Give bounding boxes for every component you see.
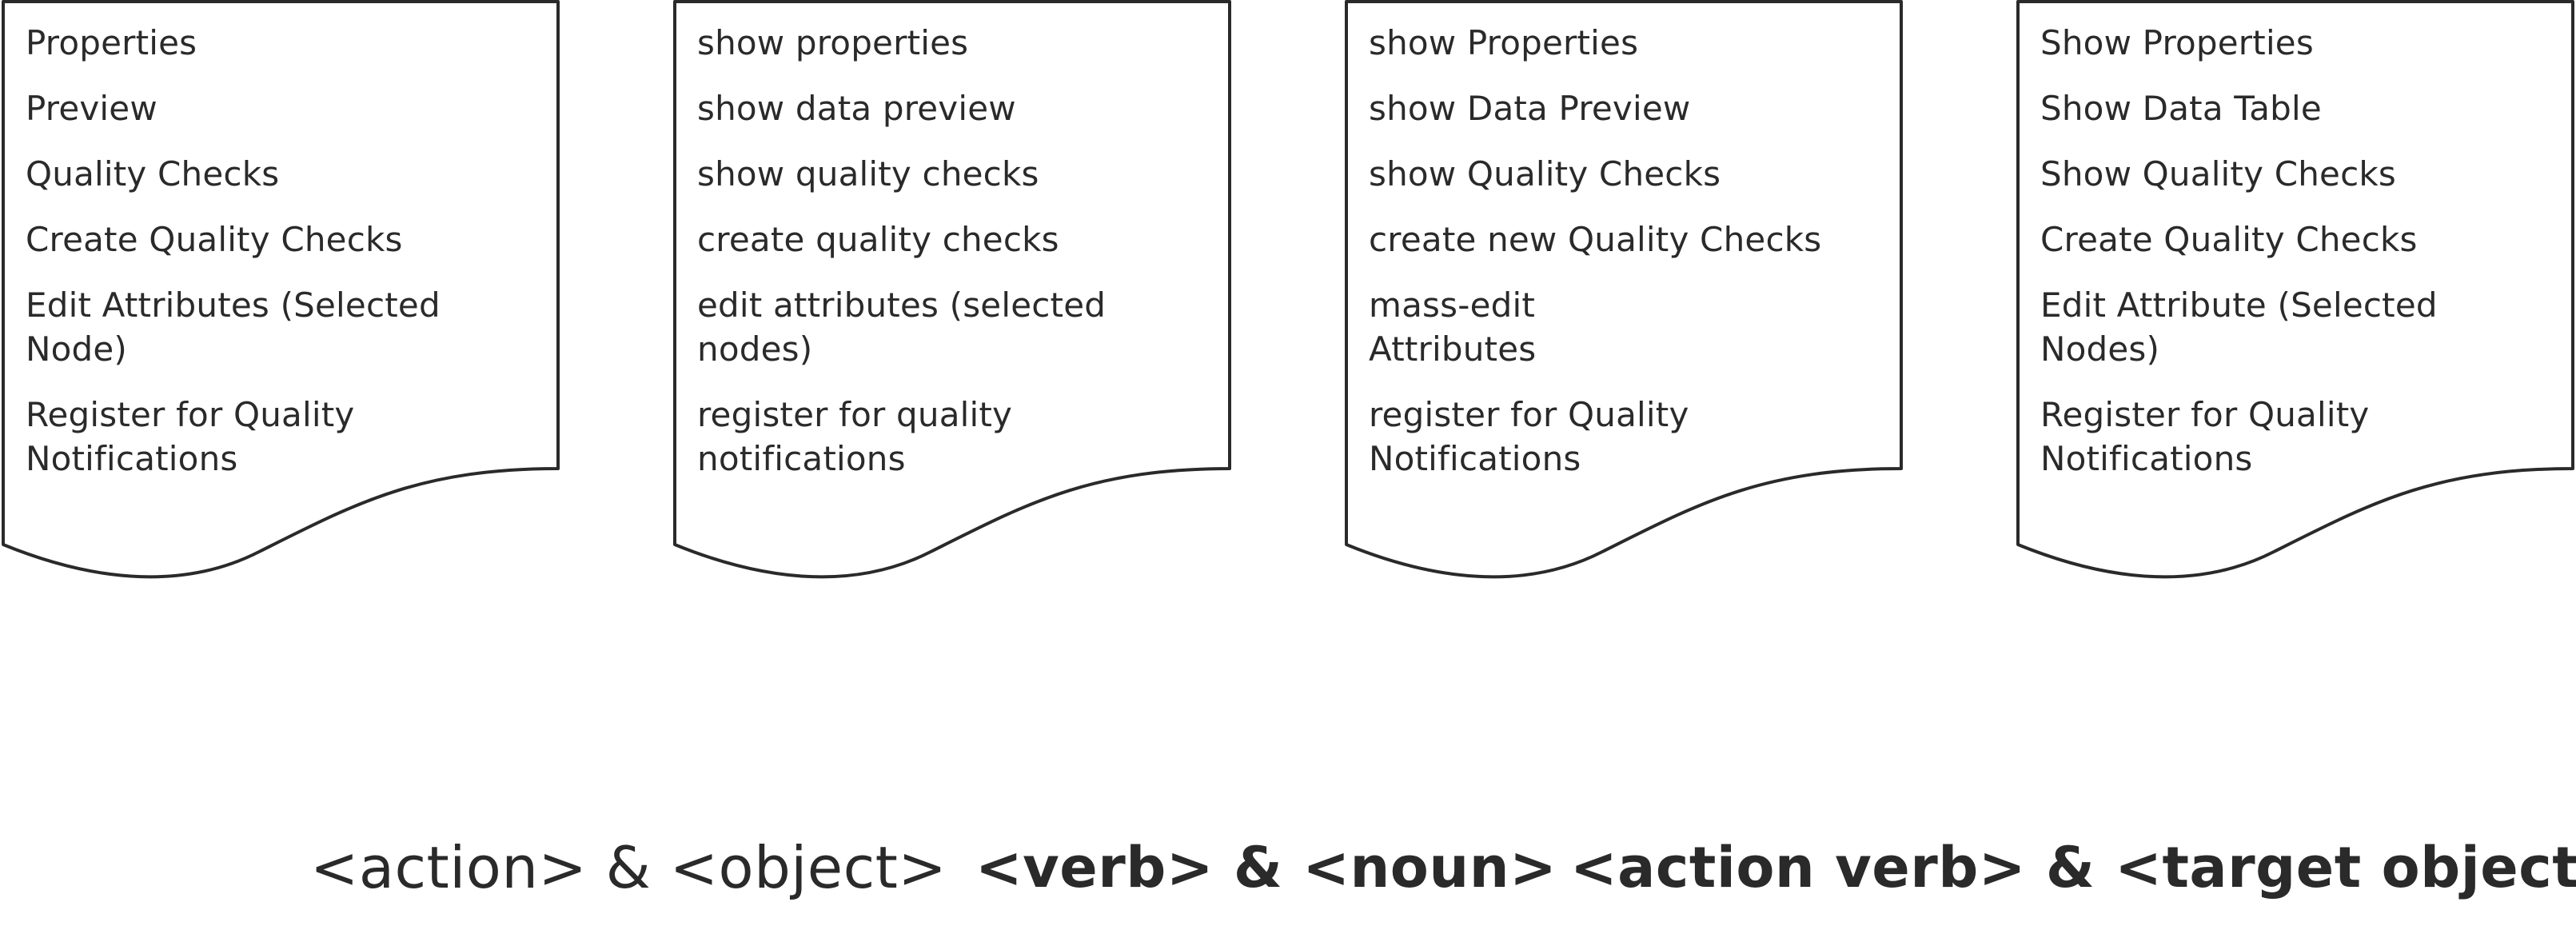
document-item: Properties <box>26 23 197 62</box>
document-item: show Data Preview <box>1369 89 1691 128</box>
document-item: register for quality notifications <box>697 395 1013 478</box>
document-item: Show Properties <box>2040 23 2314 62</box>
document-item: show properties <box>697 23 969 62</box>
document-item: show Properties <box>1369 23 1639 62</box>
document-item: Register for Quality Notifications <box>26 395 355 478</box>
document-shape-1: Properties Preview Quality Checks Create… <box>2 0 563 584</box>
document-item: Preview <box>26 89 158 128</box>
document-item: Quality Checks <box>26 154 280 194</box>
document-item-list-2: show properties show data preview show q… <box>697 21 1185 502</box>
document-item: create quality checks <box>697 220 1059 259</box>
document-item: show Quality Checks <box>1369 154 1721 194</box>
caption-verb-noun: <verb> & <noun> <box>975 835 1557 900</box>
document-item: mass-edit Attributes <box>1369 285 1537 369</box>
document-item: register for Quality Notifications <box>1369 395 1689 478</box>
document-item: Edit Attributes (Selected Node) <box>26 285 441 369</box>
caption-action-object: <action> & <object> <box>310 834 947 901</box>
document-outline-1 <box>2 0 560 579</box>
document-item: Create Quality Checks <box>2040 220 2418 259</box>
document-outline-4 <box>2016 0 2574 579</box>
document-item: Show Quality Checks <box>2040 154 2396 194</box>
document-item: Create Quality Checks <box>26 220 403 259</box>
document-outline-3 <box>1345 0 1903 579</box>
document-item-list-3: show Properties show Data Preview show Q… <box>1369 21 1856 502</box>
document-item: Register for Quality Notifications <box>2040 395 2370 478</box>
document-outline-2 <box>673 0 1231 579</box>
document-item-list-4: Show Properties Show Data Table Show Qua… <box>2040 21 2528 502</box>
document-item: create new Quality Checks <box>1369 220 1822 259</box>
document-shape-2: show properties show data preview show q… <box>673 0 1234 584</box>
document-item: show quality checks <box>697 154 1039 194</box>
document-item: edit attributes (selected nodes) <box>697 285 1107 369</box>
document-item: Edit Attribute (Selected Nodes) <box>2040 285 2438 369</box>
document-item: Show Data Table <box>2040 89 2322 128</box>
caption-action-verb-target-object: <action verb> & <target object> <box>1570 835 2576 900</box>
document-item: show data preview <box>697 89 1016 128</box>
document-shape-4: Show Properties Show Data Table Show Qua… <box>2016 0 2576 584</box>
document-item-list-1: Properties Preview Quality Checks Create… <box>26 21 513 502</box>
document-shape-3: show Properties show Data Preview show Q… <box>1345 0 1906 584</box>
